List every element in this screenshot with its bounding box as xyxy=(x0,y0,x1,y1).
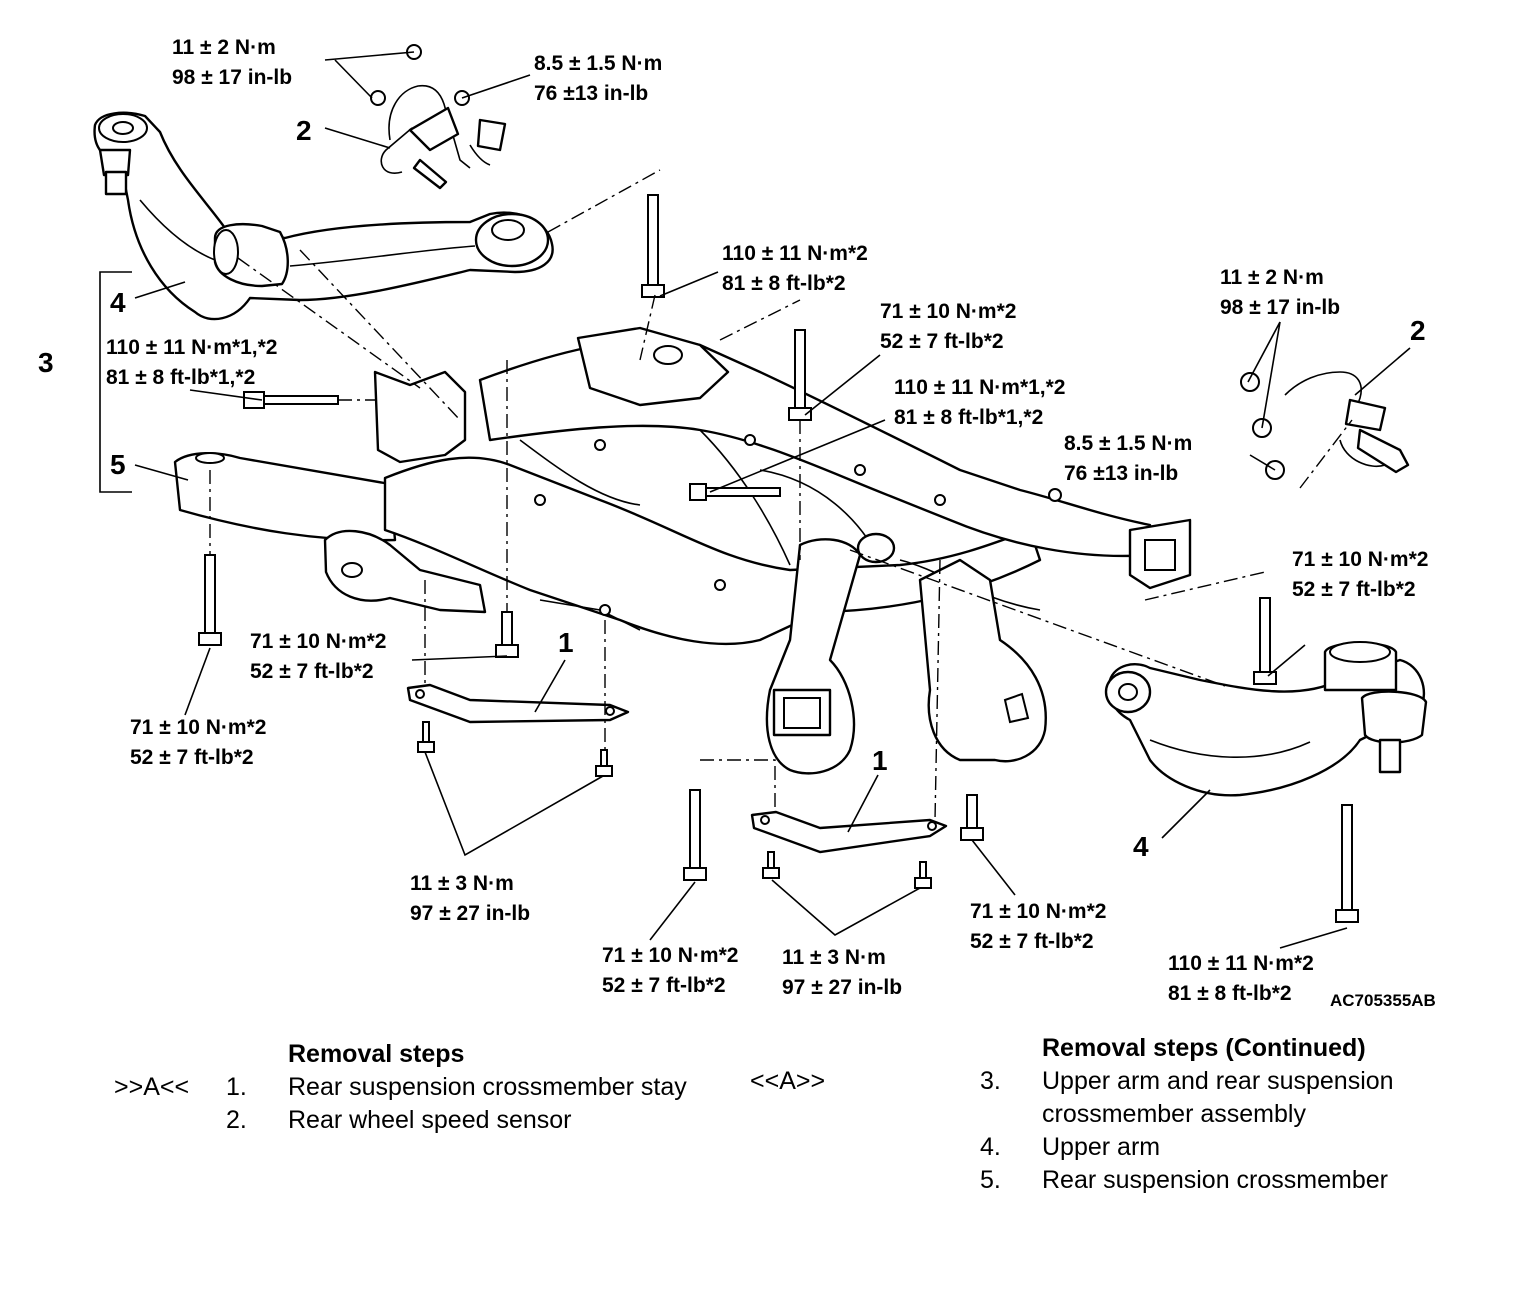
torque-right-horizontal-bolt: 110 ± 11 N·m*1,*2 81 ± 8 ft-lb*1,*2 xyxy=(894,376,1065,429)
step-4-text: Upper arm xyxy=(1042,1133,1161,1161)
torque-center-vertical-bolt: 71 ± 10 N·m*2 52 ± 7 ft-lb*2 xyxy=(880,300,1016,353)
svg-text:52 ± 7 ft-lb*2: 52 ± 7 ft-lb*2 xyxy=(602,974,726,997)
right-upper-arm xyxy=(1104,641,1428,797)
left-wheel-speed-sensor xyxy=(370,44,507,190)
removal-steps-continued-heading: Removal steps (Continued) xyxy=(1042,1034,1366,1062)
removal-step-5: 5. Rear suspension crossmember xyxy=(750,1164,1462,1197)
svg-text:52 ± 7 ft-lb*2: 52 ± 7 ft-lb*2 xyxy=(970,930,1094,953)
step-3-text: Upper arm and rear suspension crossmembe… xyxy=(1042,1067,1394,1128)
step-1-mark: >>A<< xyxy=(114,1073,190,1101)
left-upper-arm xyxy=(93,111,554,321)
torque-sensor-left-clip: 8.5 ± 1.5 N·m 76 ±13 in-lb xyxy=(534,52,662,105)
svg-text:52 ± 7 ft-lb*2: 52 ± 7 ft-lb*2 xyxy=(1292,578,1416,601)
svg-text:81 ± 8 ft-lb*1,*2: 81 ± 8 ft-lb*1,*2 xyxy=(106,366,255,389)
torque-sensor-right-bolt: 11 ± 2 N·m 98 ± 17 in-lb xyxy=(1220,266,1340,319)
svg-text:71 ± 10 N·m*2: 71 ± 10 N·m*2 xyxy=(602,944,738,967)
svg-text:98 ± 17 in-lb: 98 ± 17 in-lb xyxy=(172,66,292,89)
torque-center-lower-bolt: 71 ± 10 N·m*2 52 ± 7 ft-lb*2 xyxy=(602,944,738,997)
torque-left-horizontal-bolt: 110 ± 11 N·m*1,*2 81 ± 8 ft-lb*1,*2 xyxy=(106,336,277,389)
svg-text:81 ± 8 ft-lb*2: 81 ± 8 ft-lb*2 xyxy=(722,272,846,295)
part-number-4-right: 4 xyxy=(1133,831,1149,862)
svg-text:98 ± 17 in-lb: 98 ± 17 in-lb xyxy=(1220,296,1340,319)
part-number-5: 5 xyxy=(110,449,126,480)
step-5-number: 5. xyxy=(980,1166,1001,1194)
step-3-mark: <<A>> xyxy=(750,1067,826,1095)
step-1-number: 1. xyxy=(226,1073,247,1101)
svg-text:76 ±13 in-lb: 76 ±13 in-lb xyxy=(534,82,648,105)
svg-text:8.5 ± 1.5 N·m: 8.5 ± 1.5 N·m xyxy=(1064,432,1192,455)
step-2-number: 2. xyxy=(226,1106,247,1134)
part-number-1-left: 1 xyxy=(558,627,574,658)
step-2-text: Rear wheel speed sensor xyxy=(288,1106,572,1134)
svg-text:11 ± 3 N·m: 11 ± 3 N·m xyxy=(782,946,886,969)
part-number-2-left: 2 xyxy=(296,115,312,146)
torque-right-vertical-bolt: 71 ± 10 N·m*2 52 ± 7 ft-lb*2 xyxy=(1292,548,1428,601)
leader-lines xyxy=(134,51,1411,949)
step-2-mark xyxy=(114,1104,226,1137)
svg-text:97 ± 27 in-lb: 97 ± 27 in-lb xyxy=(782,976,902,999)
svg-text:71 ± 10 N·m*2: 71 ± 10 N·m*2 xyxy=(880,300,1016,323)
removal-steps-heading: Removal steps xyxy=(288,1040,465,1068)
svg-text:110 ± 11 N·m*1,*2: 110 ± 11 N·m*1,*2 xyxy=(106,336,277,359)
removal-step-1: >>A<< 1. Rear suspension crossmember sta… xyxy=(114,1071,708,1104)
svg-text:110 ± 11 N·m*2: 110 ± 11 N·m*2 xyxy=(1168,952,1314,975)
torque-left-lower-bolt: 71 ± 10 N·m*2 52 ± 7 ft-lb*2 xyxy=(130,716,266,769)
part3-bracket xyxy=(99,271,132,493)
torque-right-lower-bolt: 71 ± 10 N·m*2 52 ± 7 ft-lb*2 xyxy=(970,900,1106,953)
step-1-text: Rear suspension crossmember stay xyxy=(288,1073,687,1101)
part-number-2-right: 2 xyxy=(1410,315,1426,346)
svg-text:11 ± 3 N·m: 11 ± 3 N·m xyxy=(410,872,514,895)
svg-text:71 ± 10 N·m*2: 71 ± 10 N·m*2 xyxy=(1292,548,1428,571)
part-number-1-right: 1 xyxy=(872,745,888,776)
svg-text:11 ± 2 N·m: 11 ± 2 N·m xyxy=(172,36,276,59)
svg-text:110 ± 11 N·m*1,*2: 110 ± 11 N·m*1,*2 xyxy=(894,376,1065,399)
svg-text:52 ± 7 ft-lb*2: 52 ± 7 ft-lb*2 xyxy=(880,330,1004,353)
torque-upper-left-long-bolt: 110 ± 11 N·m*2 81 ± 8 ft-lb*2 xyxy=(722,242,868,295)
step-3-number: 3. xyxy=(980,1067,1001,1095)
svg-text:81 ± 8 ft-lb*2: 81 ± 8 ft-lb*2 xyxy=(1168,982,1292,1005)
torque-stay-left-bolts: 11 ± 3 N·m 97 ± 27 in-lb xyxy=(410,872,530,925)
svg-text:97 ± 27 in-lb: 97 ± 27 in-lb xyxy=(410,902,530,925)
step-4-number: 4. xyxy=(980,1133,1001,1161)
svg-text:76 ±13 in-lb: 76 ±13 in-lb xyxy=(1064,462,1178,485)
svg-text:11 ± 2 N·m: 11 ± 2 N·m xyxy=(1220,266,1324,289)
removal-steps-left: Removal steps >>A<< 1. Rear suspension c… xyxy=(114,1038,708,1137)
torque-sensor-right-clip: 8.5 ± 1.5 N·m 76 ±13 in-lb xyxy=(1064,432,1192,485)
alignment-lines xyxy=(209,169,1353,821)
crossmember-stay-left xyxy=(406,683,630,724)
removal-step-4: 4. Upper arm xyxy=(750,1131,1462,1164)
figure-code: AC705355AB xyxy=(1330,991,1436,1010)
svg-text:71 ± 10 N·m*2: 71 ± 10 N·m*2 xyxy=(130,716,266,739)
torque-right-long-bolt: 110 ± 11 N·m*2 81 ± 8 ft-lb*2 xyxy=(1168,952,1314,1005)
svg-text:110 ± 11 N·m*2: 110 ± 11 N·m*2 xyxy=(722,242,868,265)
removal-step-2: 2. Rear wheel speed sensor xyxy=(114,1104,708,1137)
bolts xyxy=(198,194,1359,923)
step-5-text: Rear suspension crossmember xyxy=(1042,1166,1388,1194)
torque-sensor-left-bolt: 11 ± 2 N·m 98 ± 17 in-lb xyxy=(172,36,292,89)
step-5-mark xyxy=(750,1164,980,1197)
crossmember-stay-right xyxy=(750,810,948,854)
svg-text:52 ± 7 ft-lb*2: 52 ± 7 ft-lb*2 xyxy=(130,746,254,769)
svg-text:52 ± 7 ft-lb*2: 52 ± 7 ft-lb*2 xyxy=(250,660,374,683)
right-wheel-speed-sensor xyxy=(1240,371,1410,480)
svg-text:8.5 ± 1.5 N·m: 8.5 ± 1.5 N·m xyxy=(534,52,662,75)
removal-steps-right: Removal steps (Continued) <<A>> 3. Upper… xyxy=(750,1032,1462,1197)
part-number-4-left: 4 xyxy=(110,287,126,318)
svg-text:71 ± 10 N·m*2: 71 ± 10 N·m*2 xyxy=(250,630,386,653)
torque-left-mid-bolt: 71 ± 10 N·m*2 52 ± 7 ft-lb*2 xyxy=(250,630,386,683)
step-4-mark xyxy=(750,1131,980,1164)
svg-text:71 ± 10 N·m*2: 71 ± 10 N·m*2 xyxy=(970,900,1106,923)
svg-text:81 ± 8 ft-lb*1,*2: 81 ± 8 ft-lb*1,*2 xyxy=(894,406,1043,429)
removal-step-3: <<A>> 3. Upper arm and rear suspension c… xyxy=(750,1065,1462,1131)
torque-stay-right-bolts: 11 ± 3 N·m 97 ± 27 in-lb xyxy=(782,946,902,999)
part-number-3: 3 xyxy=(38,347,54,378)
